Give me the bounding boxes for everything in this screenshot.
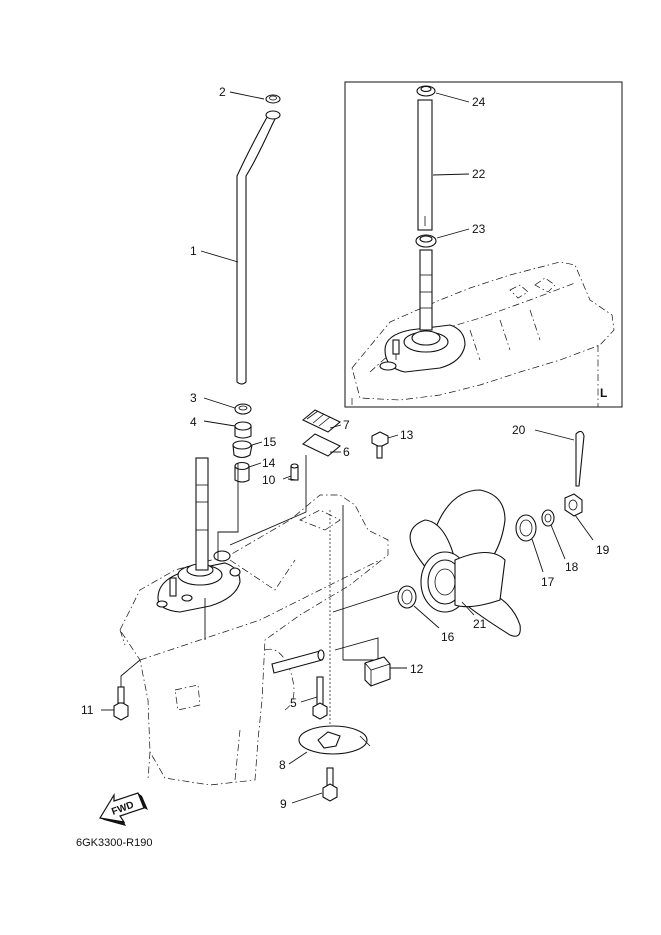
- callout-7: 7: [343, 418, 350, 432]
- gearcase: [101, 455, 407, 804]
- callout-22: 22: [472, 167, 486, 181]
- diagram-code: 6GK3300-R190: [76, 837, 152, 849]
- callout-12: 12: [410, 662, 424, 676]
- propeller: [397, 429, 594, 637]
- callout-21: 21: [473, 617, 487, 631]
- callout-18: 18: [565, 560, 579, 574]
- inset-panel: [344, 81, 623, 408]
- callout-24: 24: [472, 95, 486, 109]
- callout-2: 2: [219, 85, 226, 99]
- callout-11: 11: [81, 703, 94, 717]
- water-tube: [200, 91, 281, 385]
- fwd-arrow-icon: FWD: [99, 792, 148, 826]
- callout-16: 16: [441, 630, 455, 644]
- callout-labels: 2 1 3 4 15 14 10 7 6 13 20 24 22 23 L 19…: [76, 85, 610, 849]
- callout-13: 13: [400, 428, 414, 442]
- callout-4: 4: [190, 415, 197, 429]
- callout-19: 19: [596, 543, 610, 557]
- callout-10: 10: [262, 473, 276, 487]
- callout-14: 14: [262, 456, 276, 470]
- callout-1: 1: [190, 244, 197, 258]
- callout-20: 20: [512, 423, 526, 437]
- callout-17: 17: [541, 575, 555, 589]
- callout-8: 8: [279, 758, 286, 772]
- callout-9: 9: [280, 797, 287, 811]
- callout-15: 15: [263, 435, 277, 449]
- inset-label: L: [600, 386, 607, 400]
- callout-6: 6: [343, 445, 350, 459]
- callout-3: 3: [190, 391, 197, 405]
- callout-23: 23: [472, 222, 486, 236]
- seal-parts: [203, 397, 399, 483]
- callout-5: 5: [290, 696, 297, 710]
